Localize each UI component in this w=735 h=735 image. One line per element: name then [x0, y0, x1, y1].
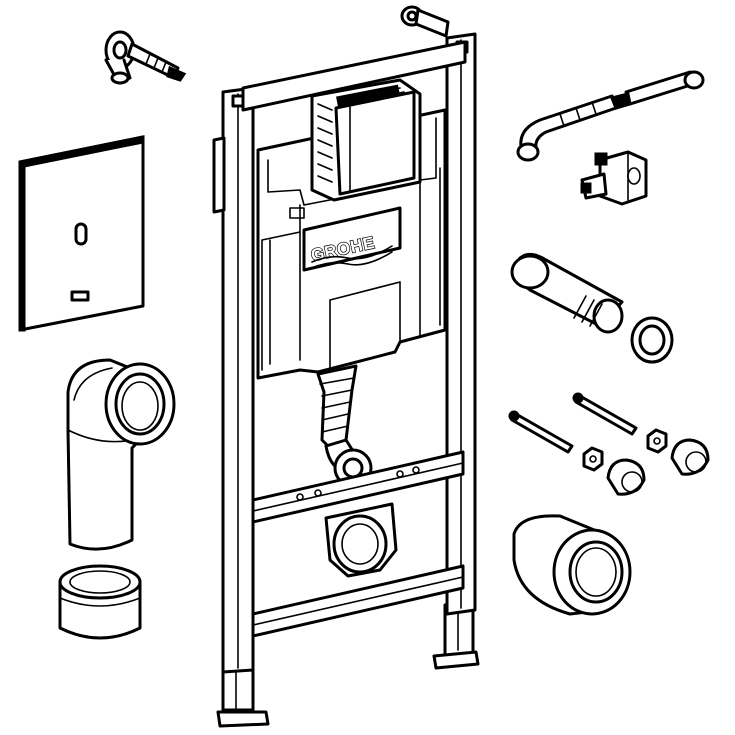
flush-connector-pipe — [510, 253, 624, 334]
right-foot — [432, 603, 480, 670]
flush-box — [289, 78, 422, 219]
bottom-beam — [251, 564, 465, 638]
installation-frame: GROHE — [212, 5, 480, 728]
drain-elbow-pipe — [66, 358, 176, 551]
hex-nut-right — [646, 428, 668, 454]
top-wall-bracket — [400, 5, 450, 38]
middle-beam — [251, 450, 465, 524]
sensor-window-icon — [74, 222, 88, 246]
angle-valve — [580, 150, 648, 206]
wall-sleeve — [512, 514, 632, 616]
pipe-coupling — [58, 564, 142, 640]
flush-pipe — [316, 364, 373, 488]
threaded-rod-right — [572, 392, 638, 436]
left-post-clip — [212, 136, 226, 214]
hex-nut-left — [582, 446, 604, 472]
right-post — [445, 32, 477, 616]
flush-actuator-plate — [18, 135, 145, 332]
left-foot — [216, 663, 270, 728]
cover-cap-right — [670, 438, 710, 476]
left-post — [221, 86, 255, 674]
wall-anchor-bolt — [104, 30, 187, 85]
plate-badge — [70, 290, 90, 302]
bowl-mounting-bracket — [324, 502, 398, 578]
cover-cap-left — [606, 458, 646, 496]
connector-seal-ring — [630, 316, 674, 364]
top-beam — [241, 40, 467, 112]
threaded-rod-left — [508, 410, 574, 454]
flex-water-hose — [516, 70, 705, 162]
